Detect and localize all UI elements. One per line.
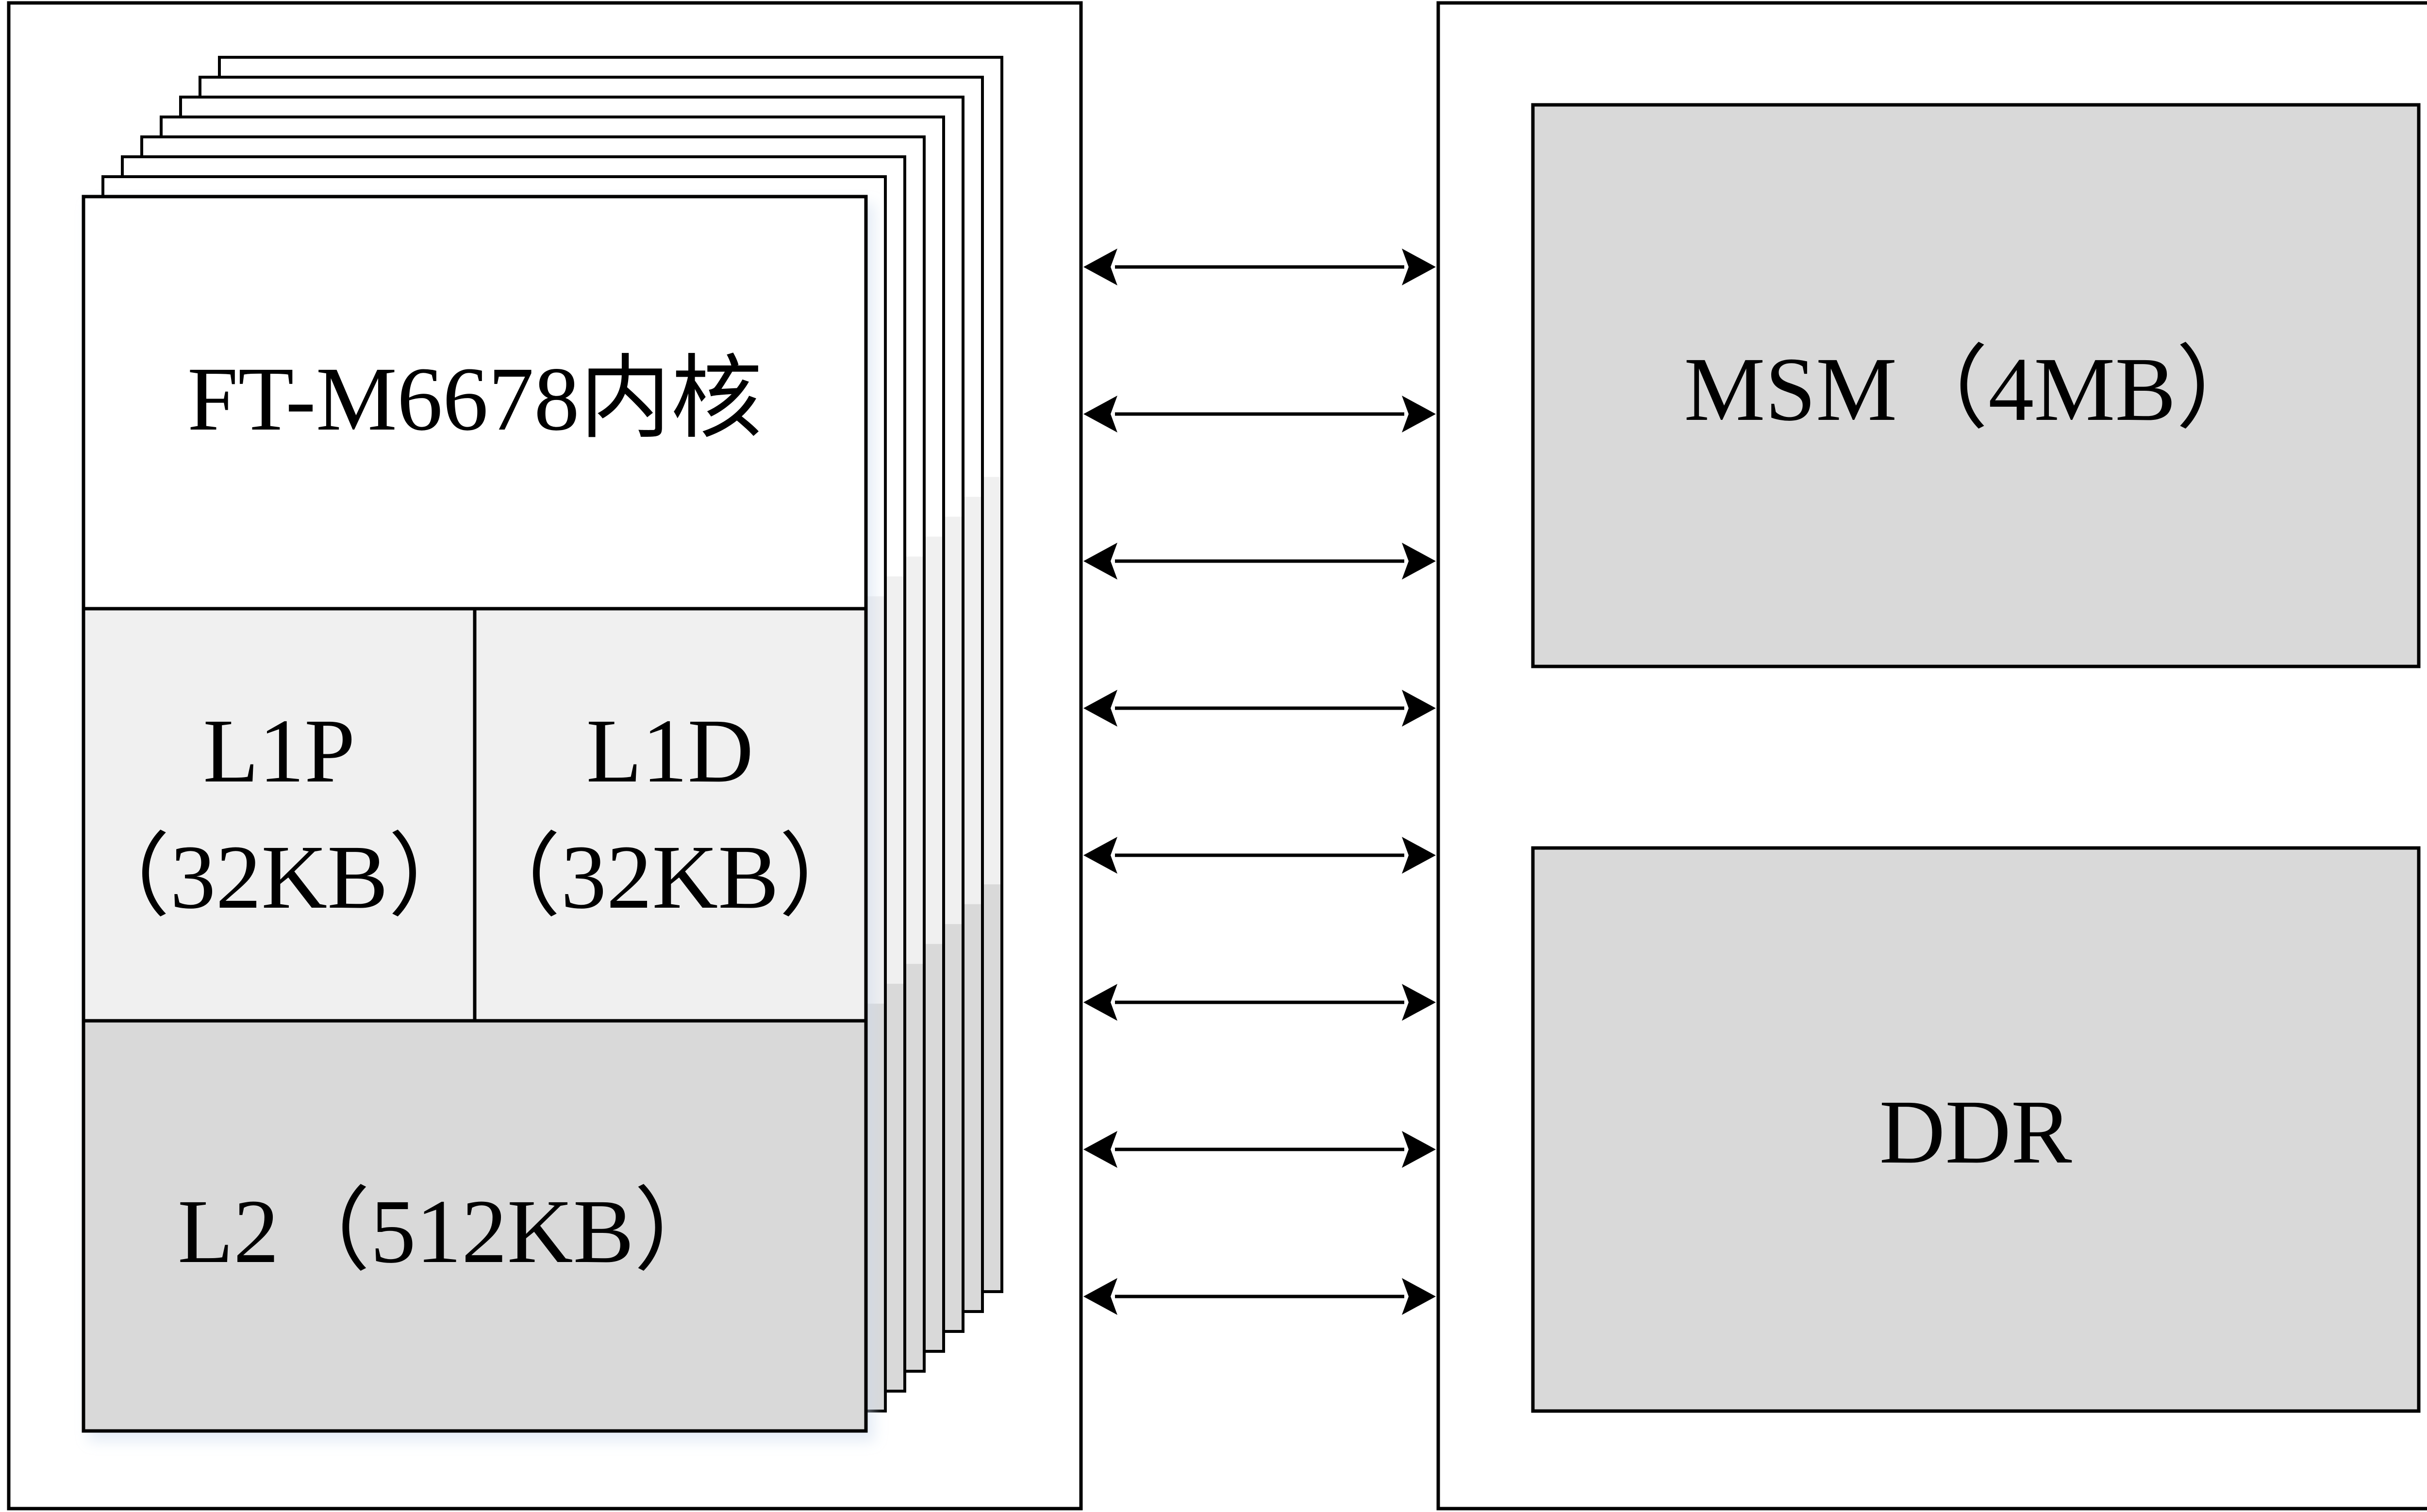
l1d-section [473, 607, 868, 1023]
arrow-head-right [1402, 1278, 1436, 1315]
l1p-label: L1P [203, 700, 355, 801]
arrow-head-left [1083, 690, 1117, 727]
bidirectional-arrow [1083, 396, 1436, 432]
arrow-head-left [1083, 1131, 1117, 1168]
front-core-card [82, 195, 868, 1433]
ddr-label: DDR [1879, 1081, 2073, 1182]
l1p-size: （32KB） [79, 826, 479, 928]
arrow-head-right [1402, 249, 1436, 285]
arrow-head-right [1402, 543, 1436, 580]
l1d-label: L1D [586, 700, 754, 801]
bidirectional-arrow [1083, 249, 1436, 285]
arrow-head-left [1083, 837, 1117, 874]
arrow-head-right [1402, 690, 1436, 727]
l2-label: L2（512KB） [178, 1180, 725, 1282]
core-section [82, 195, 868, 611]
arrow-head-left [1083, 249, 1117, 285]
core-label: FT-M6678内核 [187, 348, 762, 449]
arrow-head-right [1402, 396, 1436, 432]
arrow-head-left [1083, 1278, 1117, 1315]
bidirectional-arrow [1083, 1131, 1436, 1168]
bidirectional-arrow [1083, 837, 1436, 874]
l2-section [82, 1019, 868, 1433]
arrow-head-left [1083, 543, 1117, 580]
bidirectional-arrow [1083, 984, 1436, 1021]
bidirectional-arrow [1083, 1278, 1436, 1315]
arrow-head-right [1402, 984, 1436, 1021]
bidirectional-arrows [1083, 249, 1436, 1315]
arrow-head-right [1402, 1131, 1436, 1168]
msm-label: MSM（4MB） [1684, 338, 2267, 440]
arrow-head-left [1083, 984, 1117, 1021]
arrow-head-right [1402, 837, 1436, 874]
ddr-box [1531, 846, 2421, 1413]
l1d-size: （32KB） [469, 826, 870, 928]
arrow-head-left [1083, 396, 1117, 432]
bidirectional-arrow [1083, 690, 1436, 727]
bidirectional-arrow [1083, 543, 1436, 580]
msm-box [1531, 103, 2421, 668]
l1p-section [82, 607, 477, 1023]
